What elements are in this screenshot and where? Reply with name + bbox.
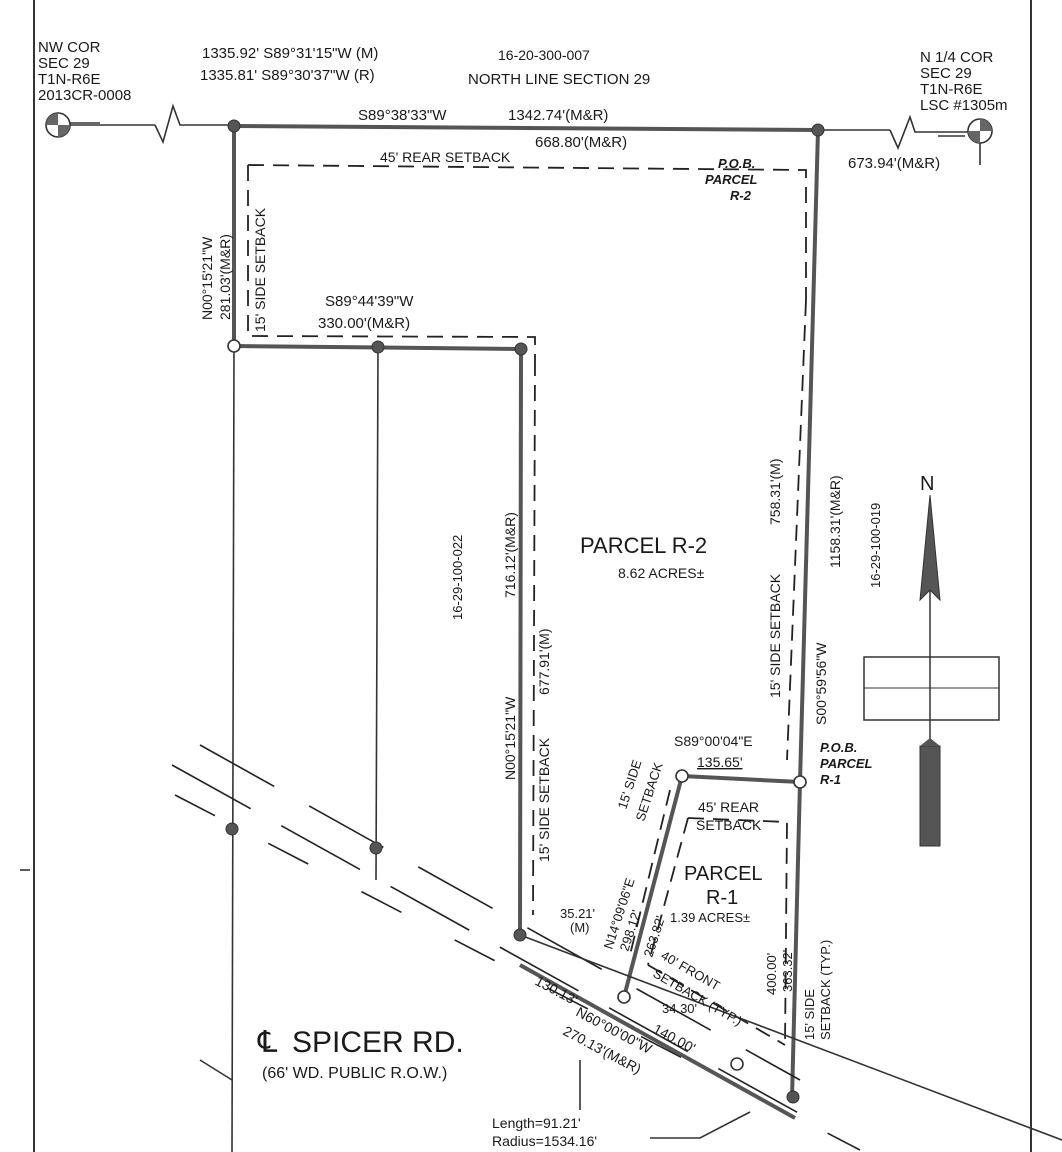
parcel-r2-area: 8.62 ACRES± [618, 565, 705, 581]
inner-south-distance: 330.00'(M&R) [318, 315, 410, 332]
mid-line-setback-distance: 677.91'(M) [536, 629, 552, 695]
r1-rear-setback-b: SETBACK [696, 817, 762, 833]
east-line-distance: 1158.31'(M&R) [827, 475, 843, 568]
inner-property-line [375, 346, 379, 881]
r2-east-side-setback-label: 15' SIDE SETBACK [767, 573, 783, 698]
row-point [730, 1057, 744, 1071]
parcel-r1-name-b: R-1 [706, 887, 738, 909]
pob-r1-label: P.O.B. PARCEL R-1 [820, 740, 873, 787]
r2-mid-side-setback-label: 15' SIDE SETBACK [536, 737, 552, 862]
north-arrow-icon [863, 494, 1000, 847]
svg-text:N 1/4 COR: N 1/4 COR [920, 49, 994, 66]
r1-east-side-setback-a: 15' SIDE [802, 989, 817, 1040]
corner-point [513, 928, 527, 942]
west-line-distance: 281.03'(M&R) [217, 234, 233, 320]
r1-east-distance: 400.00' [764, 953, 779, 995]
r1-north-bearing: S89°00'04"E [674, 733, 753, 749]
east-line-bearing: S00°59'56"W [813, 642, 829, 725]
pob-r1-point [793, 775, 807, 789]
parcel-r1-area: 1.39 ACRES± [670, 910, 750, 925]
mid-line-bearing: N00°15'21"W [502, 696, 518, 780]
corner-point [514, 342, 528, 356]
north-line-measured: 1335.92' S89°31'15"W (M) [202, 45, 378, 62]
parcel-r2-boundary [232, 126, 820, 1099]
parcel-r1-setback-lines [629, 789, 788, 1046]
north-line-east-distance: 673.94'(M&R) [848, 155, 940, 172]
parcel-r2-name: PARCEL R-2 [580, 533, 707, 558]
svg-text:T1N-R6E: T1N-R6E [920, 81, 983, 98]
corner-point [675, 769, 689, 783]
adjacent-parcel-west: 16-29-100-022 [450, 535, 465, 620]
svg-text:2013CR-0008: 2013CR-0008 [38, 87, 131, 104]
curve-leader [650, 1111, 751, 1139]
road-name: SPICER RD. [292, 1026, 464, 1059]
row-point [225, 822, 239, 836]
parcel-r2-setback-lines [247, 164, 807, 916]
svg-text:NW COR: NW COR [38, 39, 101, 56]
road-seg-c: 34.30' [662, 1001, 697, 1016]
svg-text:P.O.B.: P.O.B. [718, 156, 755, 171]
n-quarter-corner-monument-icon [938, 118, 993, 165]
west-property-line [231, 345, 235, 1152]
adjacent-parcel-east: 16-29-100-019 [868, 503, 883, 588]
pob-r2-label: P.O.B. PARCEL R-2 [705, 156, 758, 203]
curve-radius: Radius=1534.16' [492, 1133, 597, 1149]
nw-corner-monument-icon [45, 112, 100, 138]
north-line-bearing: S89°38'33"W [358, 107, 447, 124]
svg-text:PARCEL: PARCEL [705, 172, 758, 187]
r2-rear-setback-label: 45' REAR SETBACK [380, 149, 511, 165]
centerline-symbol: ℄ [257, 1026, 278, 1059]
svg-text:SEC 29: SEC 29 [920, 65, 972, 82]
svg-text:PARCEL: PARCEL [820, 756, 873, 771]
svg-text:SEC 29: SEC 29 [38, 55, 90, 72]
west-line-bearing: N00°15'21"W [199, 236, 215, 320]
curve-length: Length=91.21' [492, 1115, 581, 1131]
r1-north-distance: 135.65' [697, 754, 743, 770]
corner-point [227, 339, 241, 353]
inner-south-bearing: S89°44'39"W [325, 293, 414, 310]
svg-text:T1N-R6E: T1N-R6E [38, 71, 101, 88]
road-seg-a: 35.21' [560, 906, 595, 921]
north-line-distance: 1342.74'(M&R) [508, 107, 608, 124]
svg-text:LSC #1305m: LSC #1305m [920, 97, 1008, 114]
road-description: (66' WD. PUBLIC R.O.W.) [262, 1065, 447, 1082]
nw-corner-label: NW COR SEC 29 T1N-R6E 2013CR-0008 [38, 39, 131, 104]
r1-east-setback: 363.32' [780, 950, 795, 992]
n-quarter-corner-label: N 1/4 COR SEC 29 T1N-R6E LSC #1305m [920, 49, 1008, 114]
spicer-road-row [20, 744, 1062, 1151]
parcel-r1-name-a: PARCEL [684, 863, 763, 885]
row-point [369, 841, 383, 855]
r1-rear-setback-a: 45' REAR [698, 799, 759, 815]
north-section-line [58, 103, 980, 151]
north-arrow-label: N [920, 473, 934, 495]
corner-point [371, 340, 385, 354]
north-line-label: NORTH LINE SECTION 29 [468, 71, 650, 88]
mid-line-distance: 716.12'(M&R) [502, 512, 518, 598]
east-line-setback-distance: 758.31'(M) [767, 459, 783, 525]
pob-r2-point [811, 123, 825, 137]
parcel-id-north: 16-20-300-007 [498, 47, 590, 63]
corner-point [786, 1090, 800, 1104]
corner-point [227, 119, 241, 133]
north-line-sub-distance: 668.80'(M&R) [535, 134, 627, 151]
road-seg-a-note: (M) [570, 920, 590, 935]
svg-text:R-1: R-1 [820, 772, 841, 787]
r2-west-side-setback-label: 15' SIDE SETBACK [252, 207, 268, 332]
svg-text:P.O.B.: P.O.B. [820, 740, 857, 755]
r1-east-side-setback-b: SETBACK (TYP.) [818, 940, 833, 1040]
corner-point [617, 990, 631, 1004]
svg-text:R-2: R-2 [730, 188, 752, 203]
north-line-record: 1335.81' S89°30'37"W (R) [200, 67, 375, 84]
